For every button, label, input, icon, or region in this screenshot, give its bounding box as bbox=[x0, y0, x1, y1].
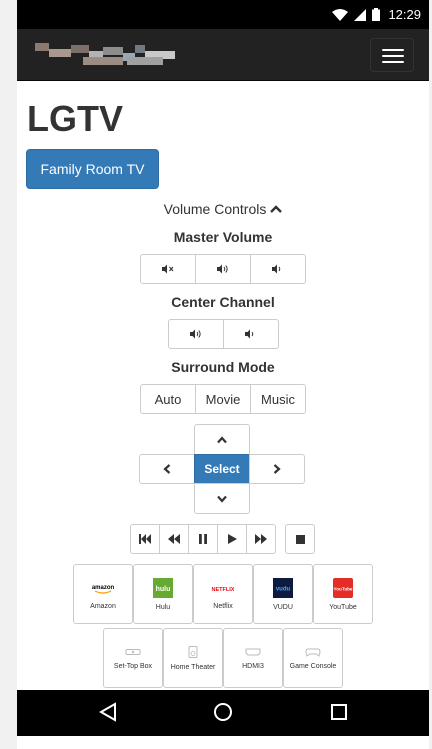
surround-music-button[interactable]: Music bbox=[250, 384, 306, 414]
tv-select-button[interactable]: Family Room TV bbox=[26, 149, 159, 189]
app-tile-netflix[interactable]: NETFLIX Netflix bbox=[193, 564, 253, 624]
master-volume-down-button[interactable] bbox=[250, 254, 306, 284]
master-volume-label: Master Volume bbox=[173, 229, 273, 245]
svg-text:YouTube: YouTube bbox=[334, 586, 353, 591]
chevron-right-icon bbox=[273, 464, 281, 474]
app-tile-hulu[interactable]: hulu Hulu bbox=[133, 564, 193, 624]
app-tile-label: YouTube bbox=[329, 603, 357, 611]
battery-icon bbox=[372, 8, 381, 21]
back-icon[interactable] bbox=[99, 702, 117, 722]
center-volume-down-button[interactable] bbox=[223, 319, 279, 349]
app-frame: 12:29 LGTV Family Room TV Volume Control… bbox=[17, 0, 429, 749]
app-tile-label: Hulu bbox=[155, 603, 171, 611]
rewind-button[interactable] bbox=[159, 524, 189, 554]
amazon-logo-icon: amazon bbox=[92, 585, 115, 594]
fast-forward-button[interactable] bbox=[246, 524, 276, 554]
input-tile-label: Set-Top Box bbox=[113, 662, 153, 670]
svg-text:NETFLIX: NETFLIX bbox=[212, 587, 235, 593]
input-tile-set-top-box[interactable]: Set-Top Box bbox=[103, 628, 163, 688]
brand-logo[interactable] bbox=[35, 43, 177, 65]
rewind-icon bbox=[168, 534, 180, 544]
netflix-logo-icon: NETFLIX bbox=[212, 587, 235, 593]
volume-up-icon bbox=[217, 264, 228, 274]
center-channel-label: Center Channel bbox=[171, 294, 275, 310]
status-bar: 12:29 bbox=[17, 0, 429, 29]
surround-mode-label: Surround Mode bbox=[171, 359, 275, 375]
home-icon[interactable] bbox=[213, 702, 233, 722]
fast-forward-icon bbox=[255, 534, 267, 544]
volume-controls-label: Volume Controls bbox=[163, 201, 267, 217]
input-tile-label: Game Console bbox=[289, 662, 337, 670]
dpad-right-button[interactable] bbox=[249, 454, 305, 484]
app-tile-amazon[interactable]: amazon Amazon bbox=[73, 564, 133, 624]
hdmi-icon bbox=[245, 648, 261, 655]
dpad-down-button[interactable] bbox=[194, 483, 250, 514]
speaker-icon bbox=[188, 645, 198, 658]
input-tile-label: HDMI3 bbox=[242, 662, 264, 670]
dpad-up-button[interactable] bbox=[194, 424, 250, 455]
stop-icon bbox=[295, 534, 305, 544]
volume-down-icon bbox=[245, 329, 254, 339]
skip-back-icon bbox=[139, 534, 151, 544]
master-volume-up-button[interactable] bbox=[195, 254, 251, 284]
master-mute-button[interactable] bbox=[140, 254, 196, 284]
app-tile-label: Amazon bbox=[90, 602, 116, 610]
youtube-logo-icon: YouTube bbox=[333, 577, 353, 598]
volume-up-icon bbox=[190, 329, 201, 339]
input-tile-label: Home Theater bbox=[170, 663, 216, 671]
app-tile-label: VUDU bbox=[273, 603, 293, 611]
surround-mode-group: Auto Movie Music bbox=[140, 384, 306, 414]
wifi-icon bbox=[332, 8, 349, 21]
volume-mute-icon bbox=[162, 264, 174, 274]
page-title: LGTV bbox=[27, 98, 123, 139]
svg-text:vudu: vudu bbox=[276, 586, 291, 592]
chevron-up-icon bbox=[217, 435, 227, 443]
set-top-box-icon bbox=[125, 648, 141, 655]
svg-text:amazon: amazon bbox=[92, 585, 115, 591]
play-button[interactable] bbox=[217, 524, 247, 554]
surround-auto-button[interactable]: Auto bbox=[140, 384, 196, 414]
svg-text:hulu: hulu bbox=[156, 586, 171, 593]
gamepad-icon bbox=[305, 648, 321, 657]
hulu-logo-icon: hulu bbox=[153, 577, 173, 598]
playback-controls bbox=[130, 524, 276, 554]
system-navigation-bar bbox=[17, 690, 429, 736]
recent-apps-icon[interactable] bbox=[330, 702, 348, 722]
center-channel-group bbox=[168, 319, 279, 349]
top-navbar bbox=[17, 29, 429, 81]
chevron-down-icon bbox=[217, 495, 227, 503]
chevron-up-icon bbox=[270, 205, 283, 213]
app-tile-vudu[interactable]: vudu VUDU bbox=[253, 564, 313, 624]
app-tile-youtube[interactable]: YouTube YouTube bbox=[313, 564, 373, 624]
dpad-left-button[interactable] bbox=[139, 454, 195, 484]
vudu-logo-icon: vudu bbox=[273, 577, 293, 598]
input-tile-game-console[interactable]: Game Console bbox=[283, 628, 343, 688]
chevron-left-icon bbox=[163, 464, 171, 474]
pause-button[interactable] bbox=[188, 524, 218, 554]
input-tile-home-theater[interactable]: Home Theater bbox=[163, 628, 223, 688]
app-tile-label: Netflix bbox=[213, 602, 233, 610]
signal-icon bbox=[354, 8, 367, 21]
input-tile-hdmi3[interactable]: HDMI3 bbox=[223, 628, 283, 688]
volume-down-icon bbox=[272, 264, 281, 274]
center-volume-up-button[interactable] bbox=[168, 319, 224, 349]
status-time: 12:29 bbox=[388, 7, 421, 22]
master-volume-group bbox=[140, 254, 306, 284]
play-icon bbox=[227, 534, 237, 544]
pause-icon bbox=[199, 534, 207, 544]
dpad-select-button[interactable]: Select bbox=[194, 454, 250, 484]
surround-movie-button[interactable]: Movie bbox=[195, 384, 251, 414]
skip-back-button[interactable] bbox=[130, 524, 160, 554]
volume-controls-toggle[interactable]: Volume Controls bbox=[17, 199, 429, 219]
stop-button[interactable] bbox=[285, 524, 315, 554]
menu-toggle-button[interactable] bbox=[370, 38, 414, 72]
